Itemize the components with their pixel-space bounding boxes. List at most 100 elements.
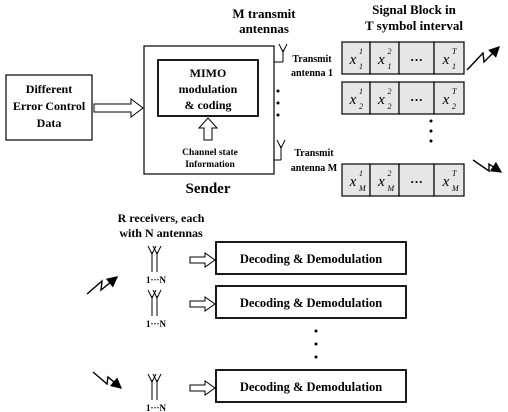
signal-cell-superscript: 2 [388, 47, 392, 56]
signal-cell-subscript: 2 [359, 102, 363, 111]
signal-row-ellipsis-dot [429, 119, 433, 123]
signal-cell: xT 2 [433, 81, 465, 115]
signal-cell-subscript: 1 [359, 62, 363, 71]
antenna-ellipsis-dot [276, 101, 280, 105]
receiver-unit: 1···N Decoding & Demodulation [146, 369, 407, 412]
csi-line1: Channel state [182, 148, 238, 158]
signal-block-label-line1: Signal Block in [372, 2, 457, 17]
signal-cell-subscript: 1 [388, 62, 392, 71]
signal-cell-superscript: 1 [359, 87, 363, 96]
receiver-antenna-label: 1···N [146, 319, 167, 329]
signal-cell-symbol: ··· [410, 92, 423, 107]
input-data-box [5, 74, 93, 141]
decoding-demodulation-label: Decoding & Demodulation [240, 252, 382, 266]
sender-label: Sender [186, 181, 231, 197]
signal-cell-subscript: M [451, 184, 460, 193]
incoming-signal-icon-top [86, 276, 119, 295]
signal-cell: x2 1 [369, 41, 400, 75]
signal-cell-symbol: x [349, 174, 357, 190]
signal-cell: ··· [398, 81, 435, 115]
mimo-line1: MIMO [190, 66, 227, 80]
receivers-title-line2: with N antennas [119, 226, 203, 240]
decoding-demodulation-box [215, 241, 407, 275]
signal-row-ellipsis-dot [429, 129, 433, 133]
m-transmit-antennas-label-line1: M transmit [232, 6, 296, 21]
input-data-line2: Error Control [13, 99, 86, 113]
signal-cell-superscript: T [452, 87, 457, 96]
input-to-sender-arrow [93, 98, 144, 118]
receiver-antenna-icon [147, 245, 162, 272]
transmit-antenna-1-line2: antenna 1 [291, 68, 333, 79]
signal-cell: x1 2 [341, 81, 371, 115]
transmit-antenna-m-icon [274, 139, 286, 161]
signal-cell-subscript: M [358, 184, 367, 193]
transmit-signal-icon-bottom [472, 159, 503, 173]
signal-cell-subscript: 1 [452, 62, 456, 71]
receiver-antenna-label: 1···N [146, 403, 167, 412]
receiver-ellipsis-dot [314, 342, 318, 346]
transmit-antenna-1-icon [274, 43, 288, 63]
receiver-arrow [189, 380, 216, 396]
signal-cell-superscript: 1 [359, 47, 363, 56]
signal-row-ellipsis-dot [429, 139, 433, 143]
signal-cell: ··· [398, 163, 435, 197]
signal-cell-symbol: x [349, 92, 357, 108]
transmit-antenna-1-line1: Transmit [292, 54, 332, 65]
signal-cell-symbol: x [442, 92, 450, 108]
mimo-modulation-box [157, 59, 259, 117]
receiver-antenna-icon [147, 373, 162, 400]
signal-cell-symbol: x [377, 52, 385, 68]
signal-cell-symbol: ··· [410, 174, 423, 189]
signal-block-label-line2: T symbol interval [365, 18, 463, 33]
incoming-signal-icon-bottom [92, 371, 123, 389]
antenna-ellipsis-dot [276, 113, 280, 117]
signal-cell-symbol: x [377, 174, 385, 190]
signal-cell-symbol: x [377, 92, 385, 108]
signal-cell: x1 1 [341, 41, 371, 75]
signal-cell-symbol: x [349, 52, 357, 68]
signal-cell-subscript: 2 [452, 102, 456, 111]
signal-cell-subscript: M [387, 184, 396, 193]
signal-cell: ··· [398, 41, 435, 75]
decoding-demodulation-box [215, 285, 407, 319]
transmit-signal-icon-top [466, 46, 500, 71]
receiver-arrow [189, 296, 216, 312]
receiver-arrow [189, 252, 216, 268]
csi-line2: Information [185, 160, 235, 170]
antenna-ellipsis-dot [276, 89, 280, 93]
signal-cell: x2 2 [369, 81, 400, 115]
input-data-line3: Data [37, 116, 62, 130]
receiver-unit: 1···N Decoding & Demodulation [146, 285, 407, 329]
mimo-line3: & coding [184, 98, 231, 112]
decoding-demodulation-label: Decoding & Demodulation [240, 380, 382, 394]
receiver-antenna-label: 1···N [146, 275, 167, 285]
signal-cell-superscript: 2 [388, 87, 392, 96]
signal-cell: xTM [433, 163, 465, 197]
mimo-line2: modulation [179, 82, 238, 96]
receiver-unit: 1···N Decoding & Demodulation [146, 241, 407, 285]
signal-cell-symbol: ··· [410, 52, 423, 67]
signal-cell: x2M [369, 163, 400, 197]
decoding-demodulation-box [215, 369, 407, 403]
decoding-demodulation-label: Decoding & Demodulation [240, 296, 382, 310]
signal-cell-superscript: 2 [388, 169, 392, 178]
m-transmit-antennas-label-line2: antennas [239, 21, 289, 36]
signal-cell-superscript: 1 [359, 169, 363, 178]
signal-cell-subscript: 2 [388, 102, 392, 111]
signal-cell-symbol: x [442, 52, 450, 68]
csi-up-arrow [197, 117, 219, 141]
receiver-ellipsis-dot [314, 329, 318, 333]
signal-cell: x1M [341, 163, 371, 197]
signal-cell: xT1 [433, 41, 465, 75]
signal-cell-superscript: T [452, 169, 457, 178]
transmit-antenna-m-line1: Transmit [294, 148, 334, 159]
receivers-group: 1···N Decoding & Demodulation 1···N Decodin… [146, 241, 407, 412]
input-data-line1: Different [26, 82, 72, 96]
signal-cell-symbol: x [442, 174, 450, 190]
receiver-ellipsis-dot [314, 355, 318, 359]
receiver-antenna-icon [147, 289, 162, 316]
receivers-title-line1: R receivers, each [118, 211, 205, 225]
transmit-antenna-m-line2: antenna M [291, 163, 338, 174]
